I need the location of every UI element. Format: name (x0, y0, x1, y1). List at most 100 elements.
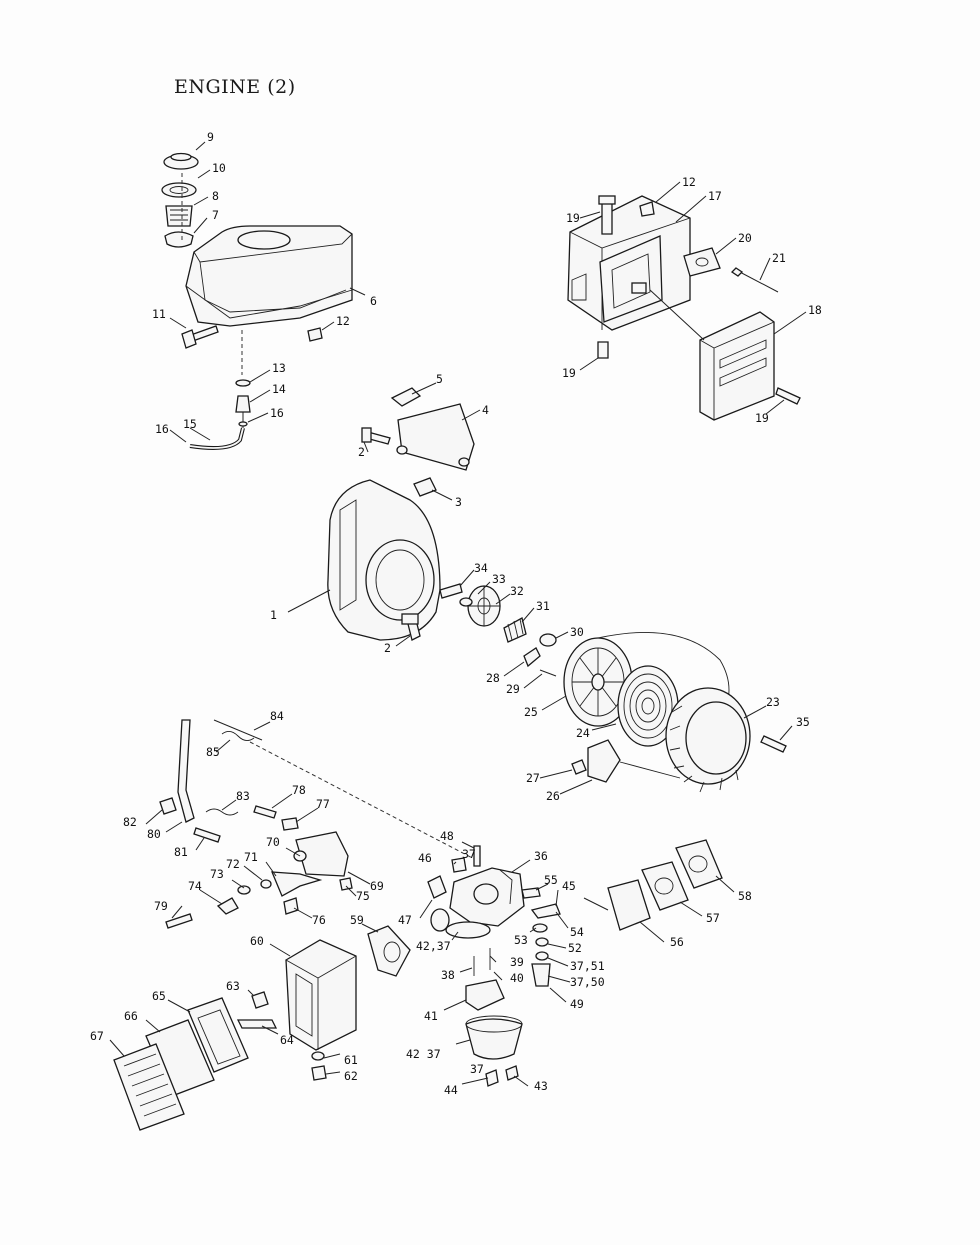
callout-16-hose: 16 (155, 422, 169, 436)
callout-40: 40 (510, 971, 524, 985)
bolt-part-34 (439, 583, 463, 599)
callout-23: 23 (766, 695, 780, 709)
callout-53: 53 (514, 933, 528, 947)
callout-78: 78 (292, 783, 306, 797)
callout-24: 24 (576, 726, 590, 740)
fuel-tank-part-6 (185, 225, 353, 327)
callout-37-top: 37 (462, 847, 476, 861)
float-bowl-part-42 (465, 1018, 523, 1060)
callout-79: 79 (154, 899, 168, 913)
bolt-part-19-right (775, 387, 801, 405)
muffler-group (567, 181, 807, 421)
choke-lever-part-47 (427, 875, 447, 899)
float-part-41 (465, 979, 505, 1011)
spring-part-53 (532, 923, 548, 933)
bolt-part-35 (760, 735, 787, 753)
governor-lever-part-80 (177, 719, 195, 823)
washer-part-30 (539, 633, 557, 647)
callout-47: 47 (398, 913, 412, 927)
gasket-part-59 (367, 925, 411, 977)
callout-17: 17 (708, 189, 722, 203)
callout-36: 36 (534, 849, 548, 863)
callout-9: 9 (207, 130, 214, 144)
fuel-hose-part-15 (189, 427, 245, 450)
callout-49: 49 (570, 997, 584, 1011)
callout-6: 6 (370, 294, 377, 308)
callout-31: 31 (536, 599, 550, 613)
air-cleaner-cover-part-67 (113, 1043, 185, 1131)
nut-part-62 (311, 1065, 327, 1081)
callout-27: 27 (526, 771, 540, 785)
callout-12: 12 (336, 314, 350, 328)
callout-64: 64 (280, 1033, 294, 1047)
spring-part-77 (281, 817, 299, 831)
callout-33: 33 (492, 572, 506, 586)
callout-13: 13 (272, 361, 286, 375)
callout-labels: 9 10 8 7 6 11 12 13 14 16 15 16 12 17 19… (90, 130, 822, 1097)
callout-2-bottom: 2 (384, 641, 391, 655)
callout-37-51: 37,51 (570, 959, 605, 973)
bracket-part-3 (413, 477, 437, 497)
control-plate-part-69 (295, 831, 349, 877)
callout-45: 45 (562, 879, 576, 893)
washer-part-73 (237, 885, 251, 895)
callout-28: 28 (486, 671, 500, 685)
callout-20: 20 (738, 231, 752, 245)
gasket-part-58 (675, 839, 723, 889)
rope-knot-part-27 (571, 759, 587, 775)
clip-part-74 (216, 897, 239, 915)
callout-62: 62 (344, 1069, 358, 1083)
callout-11: 11 (152, 307, 166, 321)
callout-5: 5 (436, 372, 443, 386)
callout-56: 56 (670, 935, 684, 949)
starter-handle-part-26 (587, 739, 621, 783)
stud-part-21 (730, 267, 744, 277)
callout-12-muffler: 12 (682, 175, 696, 189)
callout-74: 74 (188, 879, 202, 893)
washer-part-32 (459, 597, 473, 607)
washer-part-72 (260, 879, 272, 889)
callout-60: 60 (250, 934, 264, 948)
callout-19-top: 19 (566, 211, 580, 225)
callout-71: 71 (244, 850, 258, 864)
carburetor-group (419, 839, 735, 1087)
washer-part-13 (235, 379, 251, 387)
nut-part-12 (307, 327, 323, 342)
callout-41: 41 (424, 1009, 438, 1023)
callout-19-bottom: 19 (562, 366, 576, 380)
callout-14: 14 (272, 382, 286, 396)
tank-cap-top (170, 152, 192, 162)
callout-26: 26 (546, 789, 560, 803)
bolt-part-44 (485, 1069, 499, 1087)
bolt-part-79 (165, 913, 193, 929)
screw-part-55 (521, 887, 541, 899)
callout-25: 25 (524, 705, 538, 719)
callout-69: 69 (370, 879, 384, 893)
fuel-tank-group (161, 141, 366, 450)
callout-84: 84 (270, 709, 284, 723)
recoil-starter-group (503, 631, 793, 795)
diagram-title: ENGINE (2) (174, 76, 296, 98)
spring-part-31 (503, 617, 527, 643)
shroud-group (287, 382, 535, 647)
washer-part-52 (535, 937, 549, 947)
bowl-nut-part-49 (531, 963, 551, 987)
callout-65: 65 (152, 989, 166, 1003)
callout-30: 30 (570, 625, 584, 639)
callout-59: 59 (350, 913, 364, 927)
stud-part-64 (236, 1019, 278, 1029)
gasket-part-56 (607, 879, 651, 931)
callout-82: 82 (123, 815, 137, 829)
ring-part-7 (164, 231, 194, 248)
muffler-guard-part-18 (699, 311, 775, 421)
lever-part-71 (270, 871, 323, 897)
callout-75: 75 (356, 889, 370, 903)
callout-19-right: 19 (755, 411, 769, 425)
callout-1: 1 (270, 608, 277, 622)
bolt-part-78 (253, 805, 277, 819)
fuel-cock-part-14 (235, 395, 251, 413)
callout-8: 8 (212, 189, 219, 203)
callout-67: 67 (90, 1029, 104, 1043)
